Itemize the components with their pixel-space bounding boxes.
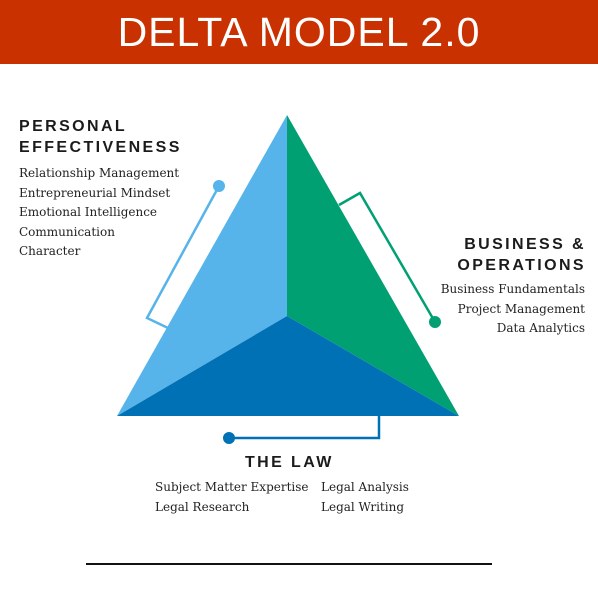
list-item: Entrepreneurial Mindset (19, 185, 171, 200)
personal-effectiveness-segment (117, 115, 287, 416)
law-connector-dot (223, 432, 235, 444)
business-connector-line (338, 191, 437, 323)
personal-effectiveness-heading: PERSONAL EFFECTIVENESS (19, 116, 182, 158)
list-item: Legal Writing (321, 499, 404, 514)
personal-heading-line1: PERSONAL (19, 118, 128, 135)
the-law-list-right: Legal Analysis Legal Writing (321, 478, 409, 517)
business-heading-line2: OPERATIONS (457, 257, 586, 274)
list-item: Legal Analysis (321, 480, 409, 494)
list-item: Relationship Management (19, 166, 180, 180)
list-item: Subject Matter Expertise (155, 480, 309, 494)
personal-heading-line2: EFFECTIVENESS (19, 139, 182, 156)
the-law-heading: THE LAW (245, 454, 334, 471)
title-banner: DELTA MODEL 2.0 (0, 0, 598, 64)
list-item: Project Management (457, 301, 585, 316)
page-title: DELTA MODEL 2.0 (117, 8, 481, 55)
the-law-list-left: Subject Matter Expertise Legal Research (155, 478, 309, 517)
personal-connector-dot (213, 180, 225, 192)
business-operations-heading: BUSINESS & OPERATIONS (457, 234, 586, 276)
list-item: Legal Research (155, 499, 250, 514)
business-heading-line1: BUSINESS & (464, 236, 586, 253)
list-item: Character (19, 244, 81, 258)
list-item: Business Fundamentals (440, 282, 585, 296)
list-item: Data Analytics (496, 321, 585, 335)
list-item: Communication (19, 224, 115, 239)
bottom-divider (86, 563, 492, 565)
business-operations-segment (287, 115, 459, 416)
business-connector-dot (429, 316, 441, 328)
list-item: Emotional Intelligence (19, 205, 158, 219)
law-connector-line (229, 416, 381, 440)
personal-connector-line (145, 185, 221, 330)
business-operations-list: Business Fundamentals Project Management… (441, 280, 585, 339)
the-law-segment (117, 316, 459, 416)
personal-effectiveness-list: Relationship Management Entrepreneurial … (19, 164, 179, 262)
